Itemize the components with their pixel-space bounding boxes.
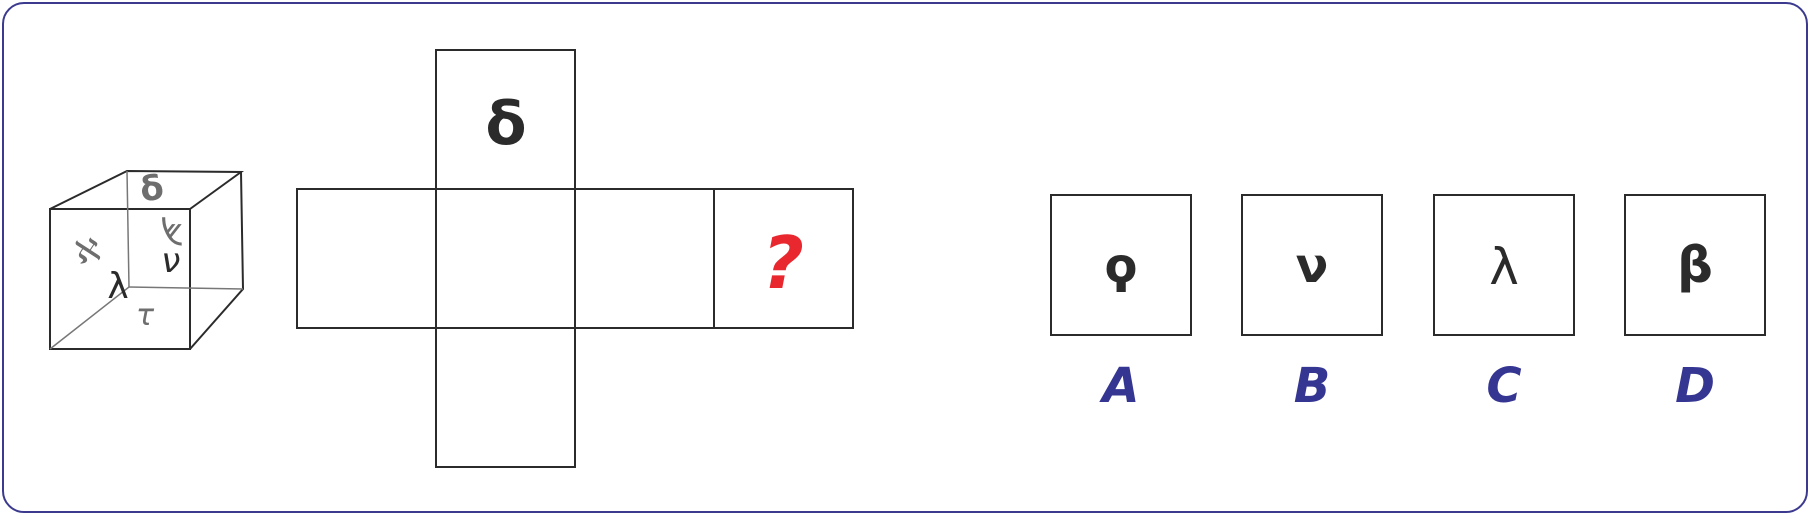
option-a-label[interactable]: A bbox=[1098, 358, 1139, 414]
option-b-box[interactable] bbox=[1241, 194, 1383, 336]
option-d-symbol: β bbox=[1677, 236, 1713, 294]
cube-front-symbol-2: λ bbox=[107, 266, 128, 307]
option-d[interactable]: β D bbox=[1624, 194, 1766, 414]
option-d-label[interactable]: D bbox=[1675, 358, 1715, 414]
cube-hidden-edge bbox=[128, 286, 244, 290]
option-a-box[interactable] bbox=[1050, 194, 1192, 336]
option-c[interactable]: λ C bbox=[1433, 194, 1575, 414]
net-square-left bbox=[296, 188, 437, 329]
option-a[interactable]: ϙ A bbox=[1050, 194, 1192, 414]
cube-hidden-edge bbox=[49, 286, 130, 350]
option-b[interactable]: ν B bbox=[1241, 194, 1383, 414]
option-c-symbol: λ bbox=[1489, 238, 1519, 296]
cube-right-face bbox=[189, 171, 245, 350]
cube-bottom-symbol: τ bbox=[136, 298, 155, 333]
option-c-label[interactable]: C bbox=[1486, 358, 1521, 414]
cube-net bbox=[296, 49, 854, 468]
net-top-symbol: δ bbox=[485, 89, 526, 159]
option-b-symbol: ν bbox=[1296, 238, 1329, 294]
option-c-box[interactable] bbox=[1433, 194, 1575, 336]
cube bbox=[49, 169, 245, 350]
net-square-center bbox=[435, 188, 576, 329]
net-question-mark: ? bbox=[762, 221, 804, 305]
net-square-right bbox=[574, 188, 715, 329]
cube-top-face bbox=[49, 169, 245, 210]
cube-front-symbol-3: ϡ bbox=[160, 215, 184, 259]
cube-top-symbol: δ bbox=[138, 168, 167, 211]
net-square-bottom bbox=[435, 327, 576, 468]
cube-front-face bbox=[49, 208, 191, 350]
option-d-box[interactable] bbox=[1624, 194, 1766, 336]
option-b-label[interactable]: B bbox=[1294, 358, 1331, 414]
net-square-missing bbox=[713, 188, 854, 329]
cube-hidden-edge bbox=[126, 170, 130, 288]
cube-front-symbol-1: ℵ bbox=[72, 230, 103, 272]
option-a-symbol: ϙ bbox=[1105, 238, 1138, 294]
